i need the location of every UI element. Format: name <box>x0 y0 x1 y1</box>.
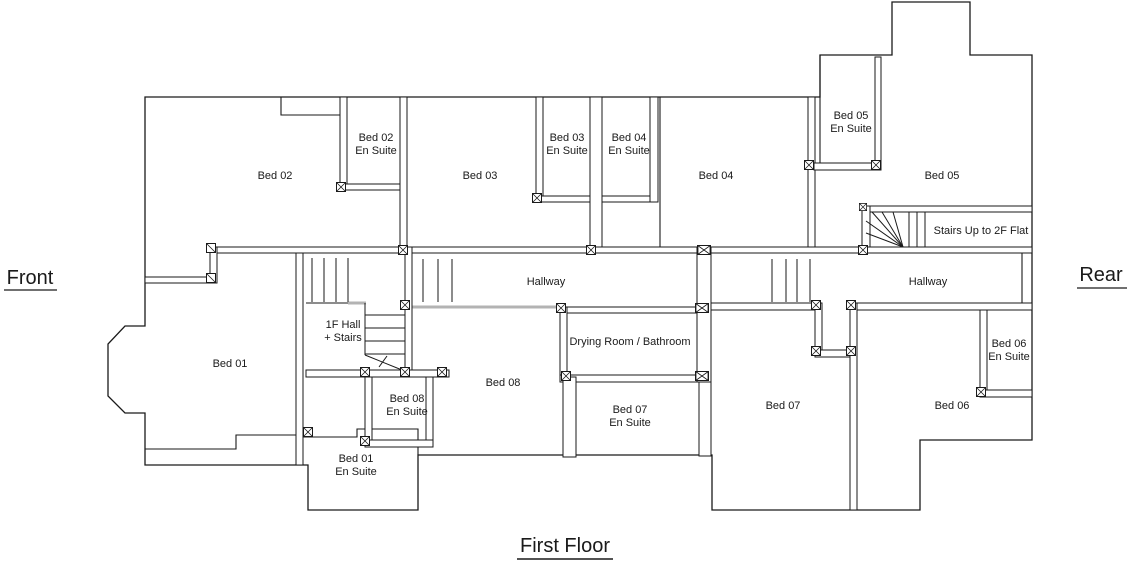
gray-wall-segments <box>348 301 560 309</box>
building-outline <box>107 1 1033 511</box>
floor-title: First Floor <box>520 535 610 557</box>
door-marker <box>695 371 709 381</box>
door-marker <box>846 346 856 356</box>
door-marker <box>811 300 821 310</box>
door-marker <box>859 203 867 211</box>
door-marker <box>360 367 370 377</box>
door-marker <box>697 245 711 255</box>
door-marker <box>303 427 313 437</box>
label-bed-01: Bed 01 <box>213 358 248 370</box>
door-marker <box>811 346 821 356</box>
label-bed-05: Bed 05 <box>925 170 960 182</box>
big-labels: Front Rear First Floor <box>4 264 1127 560</box>
label-hallway-right: Hallway <box>909 276 948 288</box>
main-stairs-1f <box>311 258 453 371</box>
front-label: Front <box>7 267 54 289</box>
door-marker <box>858 245 868 255</box>
window-marker <box>206 243 216 253</box>
door-marker <box>398 245 408 255</box>
label-bed-03: Bed 03 <box>463 170 498 182</box>
door-marker <box>532 193 542 203</box>
label-drying-room: Drying Room / Bathroom <box>569 336 690 348</box>
label-bed-04: Bed 04 <box>699 170 734 182</box>
label-1f-hall-stairs: 1F Hall+ Stairs <box>324 319 362 344</box>
chimney-notch <box>280 97 340 116</box>
door-marker <box>400 367 410 377</box>
door-marker <box>400 300 410 310</box>
door-marker <box>586 245 596 255</box>
label-bed-02: Bed 02 <box>258 170 293 182</box>
door-marker <box>561 371 571 381</box>
door-marker <box>437 367 447 377</box>
interior-lines <box>145 55 1023 455</box>
door-marker <box>846 300 856 310</box>
door-marker <box>976 387 986 397</box>
door-marker <box>556 303 566 313</box>
stairs-to-2f <box>865 211 926 248</box>
label-bed-07: Bed 07 <box>766 400 801 412</box>
walls <box>144 56 1033 511</box>
door-marker <box>695 303 709 313</box>
label-hallway-left: Hallway <box>527 276 566 288</box>
door-marker <box>804 160 814 170</box>
door-marker <box>871 160 881 170</box>
label-bed-08: Bed 08 <box>486 377 521 389</box>
rear-label: Rear <box>1079 264 1123 286</box>
label-stairs-up-2f: Stairs Up to 2F Flat <box>934 225 1029 237</box>
window-marker <box>206 273 216 283</box>
right-hallway-steps <box>771 259 811 302</box>
door-marker <box>336 182 346 192</box>
label-bed-06: Bed 06 <box>935 400 970 412</box>
door-marker <box>360 436 370 446</box>
